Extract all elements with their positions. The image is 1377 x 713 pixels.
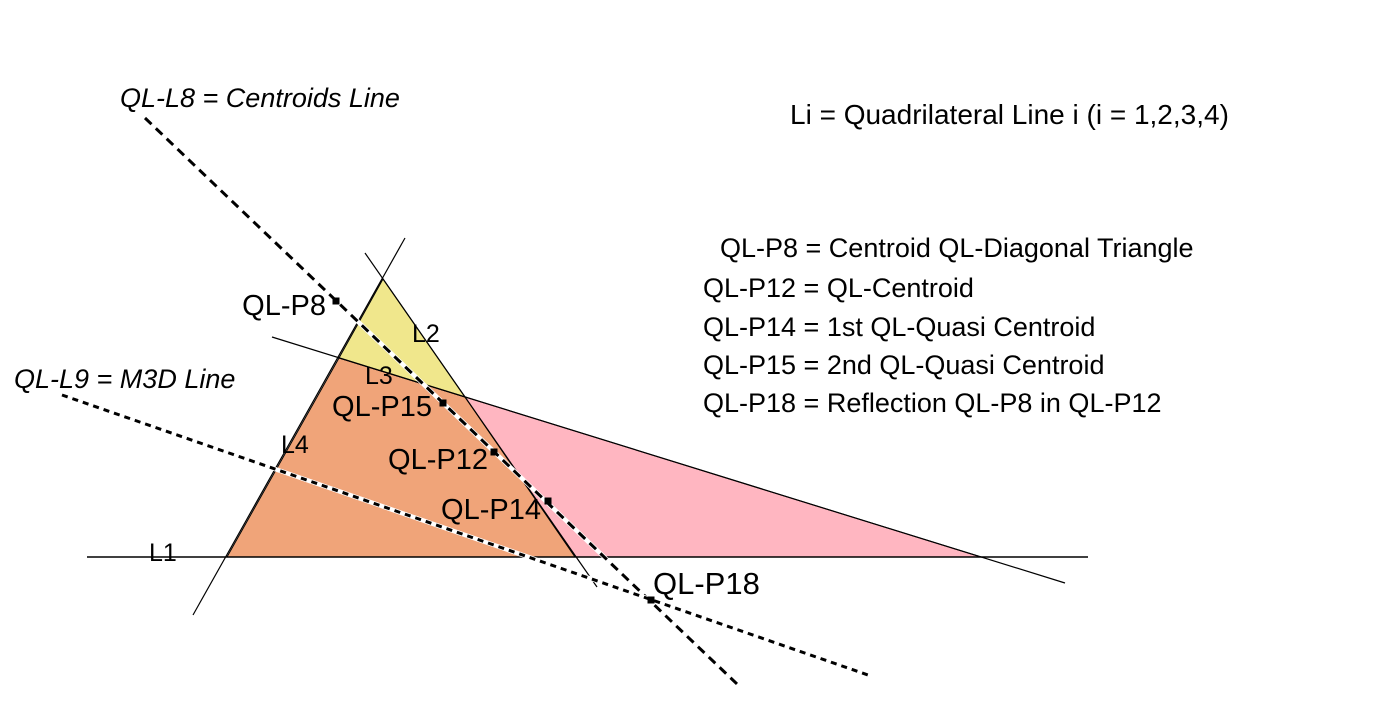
label-L2: L2 — [412, 320, 440, 348]
annotation-m3d-line: QL-L9 = M3D Line — [14, 364, 235, 394]
label-QL-P8: QL-P8 — [242, 290, 326, 322]
legend: QL-P8 = Centroid QL-Diagonal Triangle QL… — [703, 233, 1194, 418]
legend-item-QL-P15: QL-P15 = 2nd QL-Quasi Centroid — [703, 350, 1104, 380]
annotation-line-definition: Li = Quadrilateral Line i (i = 1,2,3,4) — [790, 99, 1229, 130]
annotation-centroids-line: QL-L8 = Centroids Line — [120, 83, 400, 113]
label-QL-P12: QL-P12 — [388, 444, 488, 476]
point-QL-P14-marker — [544, 497, 552, 505]
legend-item-QL-P8: QL-P8 = Centroid QL-Diagonal Triangle — [720, 233, 1194, 263]
point-QL-P12-marker — [490, 448, 498, 456]
line-L3 — [271, 336, 1066, 584]
point-QL-P15-marker — [439, 399, 447, 407]
point-QL-P18-marker — [647, 596, 655, 604]
label-L3: L3 — [365, 362, 393, 390]
line-L2 — [364, 252, 598, 588]
label-QL-P18: QL-P18 — [653, 566, 760, 601]
line-L4 — [192, 237, 406, 616]
m3d-line-casing — [61, 392, 869, 678]
label-QL-P15: QL-P15 — [332, 391, 432, 423]
legend-item-QL-P14: QL-P14 = 1st QL-Quasi Centroid — [703, 312, 1095, 342]
label-L4: L4 — [281, 431, 309, 459]
legend-item-QL-P12: QL-P12 = QL-Centroid — [703, 273, 974, 303]
point-QL-P8-marker — [332, 297, 340, 305]
label-L1: L1 — [149, 539, 177, 567]
label-QL-P14: QL-P14 — [441, 494, 541, 526]
legend-item-QL-P18: QL-P18 = Reflection QL-P8 in QL-P12 — [703, 388, 1162, 418]
